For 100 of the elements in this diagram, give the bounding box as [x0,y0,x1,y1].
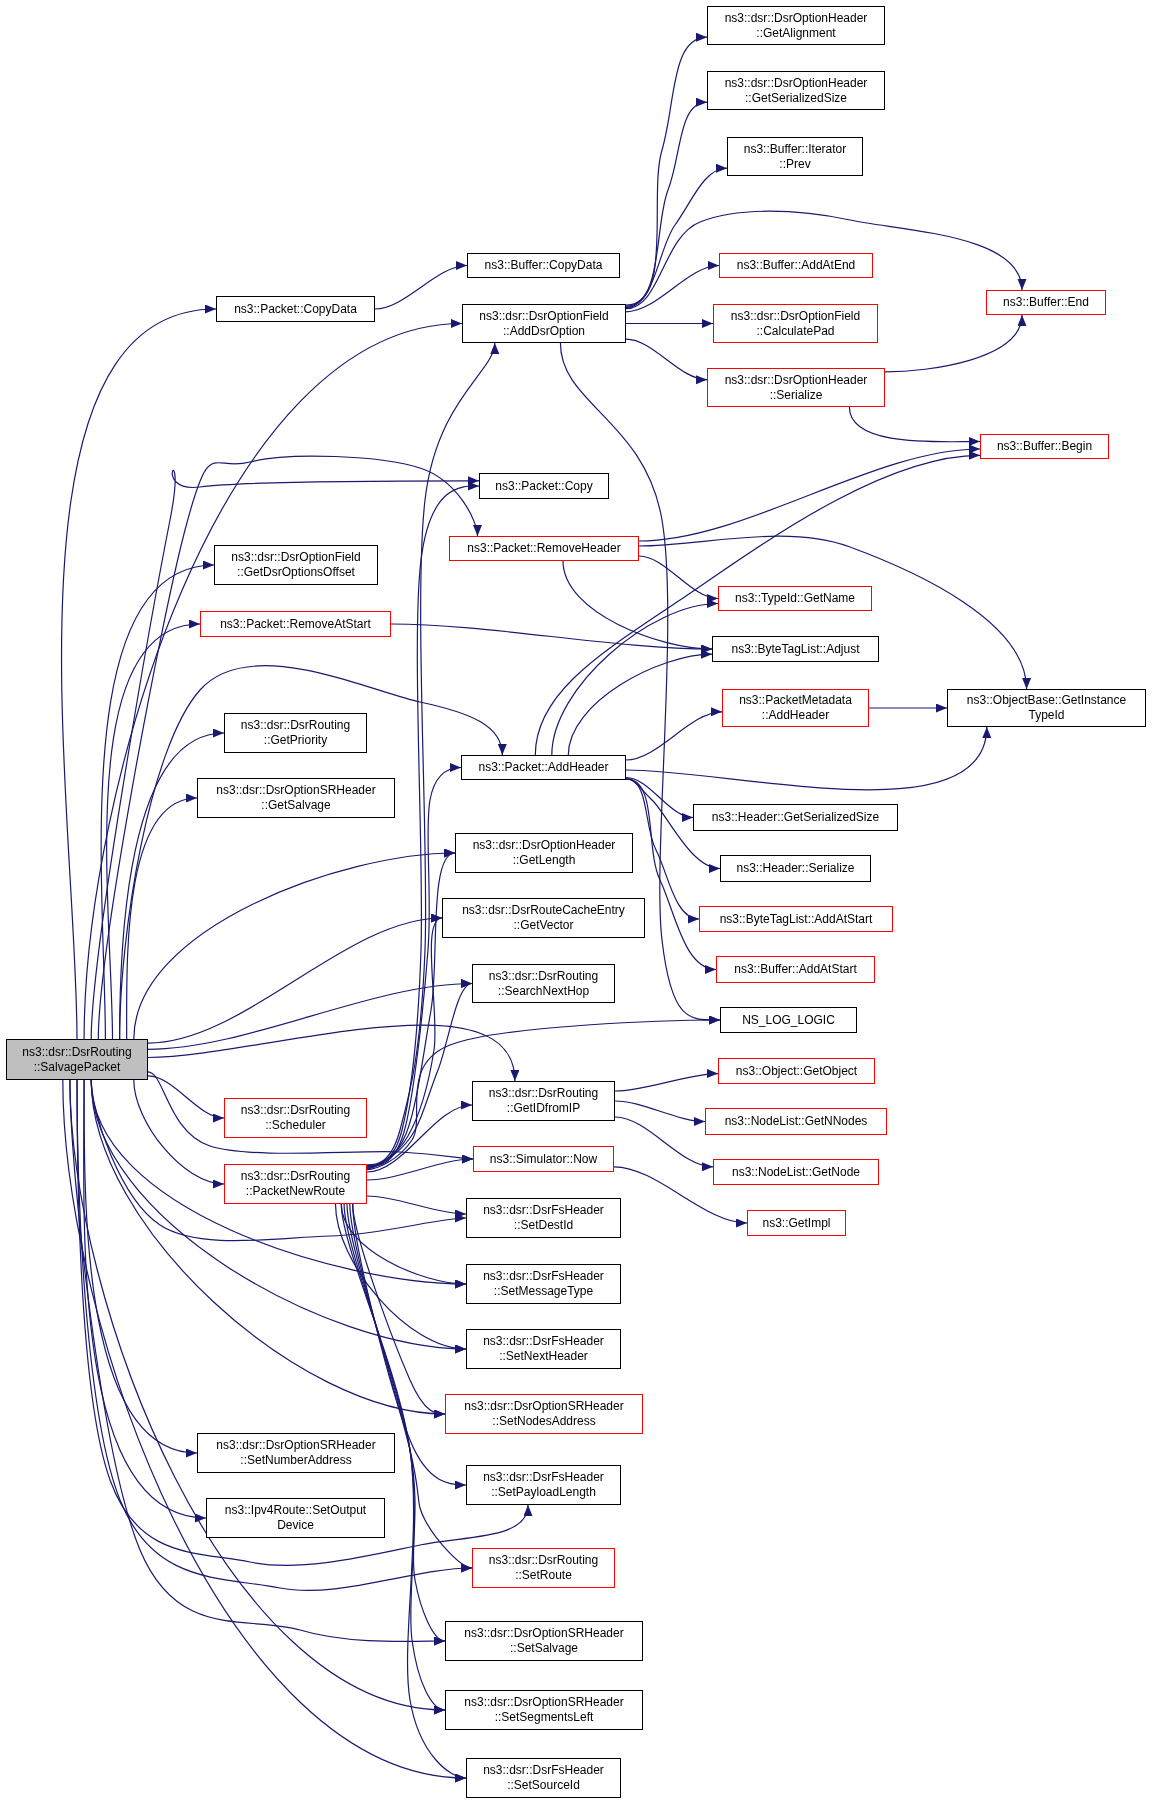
function-box: ns3::Simulator::Now [473,1146,614,1172]
function-box: ns3::dsr::DsrOptionSRHeader ::SetNodesAddress [445,1394,643,1434]
function-box: ns3::Header::GetSerializedSize [693,804,898,831]
function-box: ns3::ByteTagList::AddAtStart [699,906,893,932]
function-box: ns3::dsr::DsrOptionSRHeader ::SetSegmentsLeft [445,1690,643,1730]
function-box: ns3::Packet::CopyData [216,296,375,322]
call-arrow [625,776,694,821]
call-arrow [638,445,981,542]
call-arrow [625,34,708,306]
function-box: ns3::NodeList::GetNode [713,1159,879,1185]
function-box: ns3::dsr::DsrOptionField ::AddDsrOption [462,304,626,343]
function-box: ns3::NodeList::GetNNodes [705,1108,887,1135]
function-box: ns3::PacketMetadata ::AddHeader [722,689,869,727]
call-arrow [625,210,1025,310]
call-arrow [346,1203,446,1644]
function-box: ns3::GetImpl [747,1210,846,1236]
call-arrow [625,708,723,761]
function-box: ns3::dsr::DsrOptionSRHeader ::GetSalvage [197,778,395,818]
call-arrow [119,730,225,1040]
call-arrow [625,165,728,309]
call-arrow [551,600,719,756]
call-arrow [133,1079,225,1188]
function-box: ns3::Header::Serialize [720,855,871,882]
function-box: ns3::dsr::DsrRouting ::SearchNextHop [472,964,615,1003]
function-box: ns3::Object::GetObject [718,1058,875,1084]
call-arrow [625,99,708,307]
call-arrow [366,852,456,1168]
function-box: ns3::Ipv4Route::SetOutput Device [206,1498,385,1538]
call-arrow [614,1069,719,1092]
call-arrow [625,338,708,383]
call-arrow [366,1015,721,1171]
function-box: ns3::dsr::DsrOptionHeader ::GetSerializedSize [707,71,885,110]
call-arrow [366,342,498,1166]
function-box: ns3::dsr::DsrFsHeader ::SetDestId [466,1198,621,1238]
call-arrow [625,778,717,973]
function-box: ns3::Packet::RemoveAtStart [200,611,391,637]
function-box: ns3::dsr::DsrOptionField ::CalculatePad [713,304,878,343]
function-box: ns3::dsr::DsrOptionField ::GetDsrOptionsOffset [214,545,378,585]
call-arrow [106,621,201,1040]
function-box: ns3::ByteTagList::Adjust [712,636,879,662]
function-box: ns3::dsr::DsrRouting ::SetRoute [472,1548,615,1588]
call-arrow [147,1075,225,1122]
call-arrow [638,535,1030,690]
call-arrow [390,623,713,654]
call-arrow [147,1024,517,1082]
call-arrow [83,1079,207,1521]
call-arrow [366,1195,467,1218]
function-box: ns3::Buffer::End [986,290,1106,315]
call-arrow [366,481,480,1167]
call-arrow [614,1100,706,1126]
function-box: ns3::Buffer::Iterator ::Prev [727,137,863,176]
call-arrow [374,262,468,310]
call-arrow [60,306,217,1040]
call-arrow [884,314,1025,373]
function-box: ns3::Buffer::AddAtStart [716,956,875,983]
call-arrow [868,703,948,713]
function-box: ns3::dsr::DsrRouting ::GetIDfromIP [472,1081,615,1121]
function-box: ns3::Packet::Copy [479,473,609,499]
call-arrow [366,917,443,1169]
call-arrow [100,562,215,1040]
function-box: ns3::Packet::RemoveHeader [449,536,639,561]
call-arrow [126,795,198,1040]
function-box: ns3::dsr::DsrOptionSRHeader ::SetSalvage [445,1621,643,1661]
call-arrow [352,1203,467,1490]
function-box: ns3::Buffer::CopyData [467,253,620,278]
call-arrow [366,1155,474,1181]
call-arrow [638,555,719,602]
function-box: ns3::dsr::DsrOptionHeader ::GetAlignment [707,6,885,45]
function-box: ns3::Buffer::AddAtEnd [719,253,873,278]
call-arrow [848,406,981,447]
call-arrow [340,1203,467,1782]
call-arrow [567,650,713,756]
call-arrow [343,1203,446,1713]
function-box: ns3::dsr::DsrRouting ::PacketNewRoute [224,1164,367,1204]
function-box: ns3::dsr::DsrRouteCacheEntry ::GetVector [442,898,645,938]
function-box: ns3::dsr::DsrFsHeader ::SetPayloadLength [466,1465,621,1505]
function-box: ns3::Buffer::Begin [980,434,1109,459]
function-box: NS_LOG_LOGIC [720,1007,857,1033]
call-arrow [625,319,714,328]
selected-function-box: ns3::dsr::DsrRouting ::SalvagePacket [6,1039,148,1080]
function-box: ns3::dsr::DsrOptionHeader ::Serialize [707,368,885,407]
function-box: ns3::Packet::AddHeader [461,755,626,780]
call-arrow [366,1102,473,1173]
call-arrow [613,1166,748,1227]
function-box: ns3::ObjectBase::GetInstance TypeId [947,689,1146,727]
call-arrow [366,982,473,1170]
call-arrow [625,726,989,791]
call-arrow [83,320,463,1040]
function-box: ns3::dsr::DsrFsHeader ::SetSourceId [466,1758,621,1798]
call-arrow [534,451,981,756]
function-box: ns3::dsr::DsrRouting ::Scheduler [224,1098,367,1138]
function-box: ns3::dsr::DsrFsHeader ::SetNextHeader [466,1329,621,1369]
call-arrow [349,1203,473,1571]
call-arrow [334,1203,467,1353]
call-arrow [366,763,462,1167]
function-box: ns3::dsr::DsrOptionSRHeader ::SetNumberAddress [197,1433,395,1473]
call-arrow [614,1116,714,1170]
function-box: ns3::TypeId::GetName [718,586,872,611]
call-arrow [625,262,720,313]
function-box: ns3::dsr::DsrFsHeader ::SetMessageType [466,1264,621,1304]
